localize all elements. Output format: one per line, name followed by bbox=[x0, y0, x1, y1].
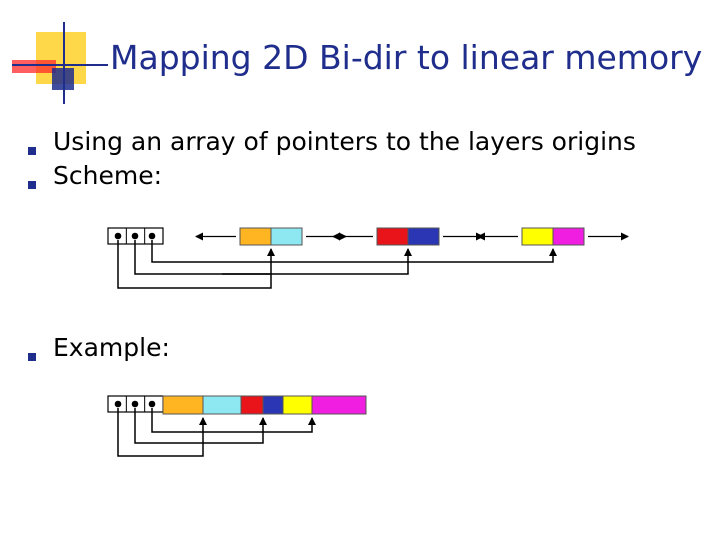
scheme-layer-right-cell bbox=[553, 228, 584, 245]
ornament-red-bar bbox=[12, 60, 56, 73]
bullet-marker-3 bbox=[28, 353, 36, 361]
example-memory-cell bbox=[163, 396, 203, 414]
example-memory-cells bbox=[163, 396, 366, 414]
bullet-marker-1 bbox=[28, 147, 36, 155]
slide-title: Mapping 2D Bi-dir to linear memory bbox=[110, 38, 690, 77]
scheme-layer-right-cell bbox=[271, 228, 302, 245]
bullet-text-pointers: Using an array of pointers to the layers… bbox=[53, 127, 636, 156]
title-ornament bbox=[12, 22, 108, 104]
scheme-pointer-dot bbox=[115, 233, 122, 240]
example-memory-cell bbox=[203, 396, 241, 414]
example-pointer-dot bbox=[149, 401, 156, 408]
bullet-marker-2 bbox=[28, 181, 36, 189]
scheme-pointer-link bbox=[118, 240, 271, 288]
example-memory-cell bbox=[312, 396, 366, 414]
scheme-pointer-dot bbox=[132, 233, 139, 240]
example-memory-cell bbox=[283, 396, 312, 414]
example-memory-cell bbox=[263, 396, 283, 414]
scheme-pointer-links bbox=[118, 240, 553, 288]
bullet-text-scheme: Scheme: bbox=[53, 161, 162, 190]
scheme-layer-left-cell bbox=[377, 228, 408, 245]
scheme-pointer-dot bbox=[149, 233, 156, 240]
scheme-pointer-link bbox=[152, 240, 553, 262]
example-diagram bbox=[108, 396, 366, 456]
scheme-diagram bbox=[108, 228, 628, 288]
example-pointer-links bbox=[118, 408, 312, 456]
example-pointer-dot bbox=[132, 401, 139, 408]
scheme-layer-left-cell bbox=[240, 228, 271, 245]
scheme-layer-left-cell bbox=[522, 228, 553, 245]
example-memory-cell bbox=[241, 396, 263, 414]
scheme-layers bbox=[196, 228, 628, 245]
scheme-layer-right-cell bbox=[408, 228, 439, 245]
example-pointer-dot bbox=[115, 401, 122, 408]
bullet-text-example: Example: bbox=[53, 333, 170, 362]
